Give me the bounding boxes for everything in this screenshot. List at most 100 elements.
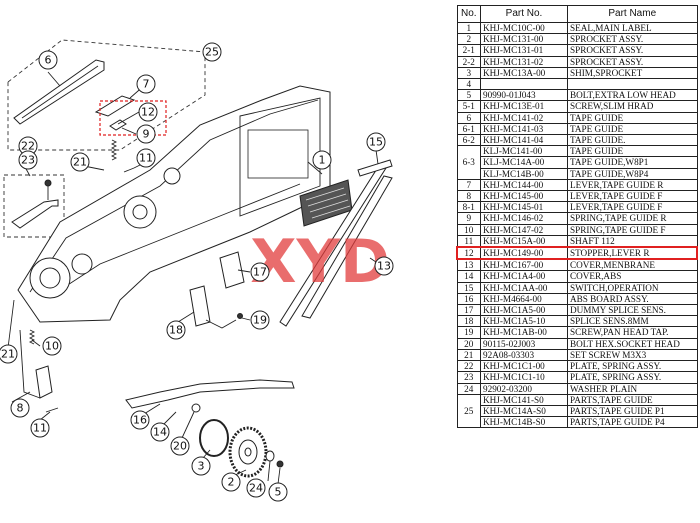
cell-part-no: KHJ-MC141-04 xyxy=(480,134,568,147)
cell-part-no: KHJ-MC1A5-00 xyxy=(480,304,568,317)
svg-text:25: 25 xyxy=(205,46,219,59)
cell-part-name: LEVER,TAPE GUIDE F xyxy=(567,201,698,214)
cell-no: 17 xyxy=(456,304,481,317)
svg-text:7: 7 xyxy=(143,78,150,91)
cell-part-name: SHIM,SPROCKET xyxy=(567,66,698,80)
cell-part-name: TAPE GUIDE xyxy=(567,111,698,124)
svg-text:3: 3 xyxy=(198,460,205,473)
cell-part-name: TAPE GUIDE,W8P4 xyxy=(567,167,698,180)
cell-no: 2-2 xyxy=(456,55,481,68)
callout-25: 25 xyxy=(202,42,222,62)
spring-part xyxy=(110,139,118,161)
cell-part-no: KHJ-MC1C1-10 xyxy=(480,371,568,384)
callout-7: 7 xyxy=(136,74,156,94)
callout-21-bottom: 21 xyxy=(0,344,18,364)
cell-part-no: KHJ-MC13E-01 xyxy=(480,100,568,113)
svg-text:11: 11 xyxy=(139,152,153,165)
spring-front-part xyxy=(28,329,36,345)
plate-spring-part xyxy=(11,199,59,229)
cell-part-no: KHJ-MC10C-00 xyxy=(480,21,568,35)
table-row: 4 xyxy=(456,78,698,91)
callout-2: 2 xyxy=(221,472,241,492)
cell-part-name: SPROCKET ASSY. xyxy=(567,33,698,46)
cell-part-name: STOPPER,LEVER R xyxy=(567,246,698,261)
cell-part-name: TAPE GUIDE xyxy=(567,122,698,136)
callout-16: 16 xyxy=(130,410,150,430)
cell-no: 9 xyxy=(456,212,481,225)
callout-21-top: 21 xyxy=(70,152,90,172)
cell-part-name: SPLICE SENS.8MM xyxy=(567,315,698,328)
cell-part-name: PARTS,TAPE GUIDE P1 xyxy=(567,404,698,418)
cell-part-name: SWITCH,OPERATION xyxy=(567,281,698,294)
sprocket-part xyxy=(228,426,268,478)
cell-no: 13 xyxy=(456,258,481,272)
cell-part-name: ABS BOARD ASSY. xyxy=(567,292,698,306)
cell-part-no: KHJ-MC1C1-00 xyxy=(480,360,568,373)
lever-front-part xyxy=(35,365,53,399)
cell-part-name: SPRING,TAPE GUIDE F xyxy=(567,223,698,236)
cell-part-name: SET SCREW M3X3 xyxy=(567,348,698,362)
cell-part-name: COVER,ABS xyxy=(567,270,698,283)
svg-text:24: 24 xyxy=(249,482,263,495)
cell-part-name: PARTS,TAPE GUIDE P4 xyxy=(567,416,698,429)
callout-19: 19 xyxy=(250,310,270,330)
cell-part-no: KHJ-MC1A5-10 xyxy=(480,315,568,328)
cell-part-no: KHJ-MC14A-S0 xyxy=(480,404,568,418)
highlight-box-12 xyxy=(99,100,167,136)
callout-6: 6 xyxy=(38,50,58,70)
svg-text:19: 19 xyxy=(253,314,267,327)
cell-part-no: KHJ-MC145-01 xyxy=(480,201,568,214)
cell-part-no: KLJ-MC14A-00 xyxy=(480,156,568,169)
cell-part-name: DUMMY SPLICE SENS. xyxy=(567,304,698,317)
cell-part-no: KHJ-MC145-00 xyxy=(480,190,568,203)
cell-part-no: KHJ-MC13A-00 xyxy=(480,66,568,80)
svg-text:15: 15 xyxy=(369,136,383,149)
svg-text:23: 23 xyxy=(21,154,35,167)
cell-part-no: KHJ-M4664-00 xyxy=(480,292,568,306)
header-part-name: Part Name xyxy=(567,5,698,23)
cell-part-no: KHJ-MC131-00 xyxy=(480,33,568,46)
cell-part-no: KHJ-MC141-03 xyxy=(480,122,568,136)
callout-11-top: 11 xyxy=(136,148,156,168)
cell-part-no: KHJ-MC131-02 xyxy=(480,55,568,68)
dummy-splice-sensor xyxy=(219,251,245,289)
watermark: XYD xyxy=(250,227,390,297)
cell-part-name: PLATE, SPRING ASSY. xyxy=(567,360,698,373)
cell-part-no: KHJ-MC1A4-00 xyxy=(480,270,568,283)
svg-text:11: 11 xyxy=(33,422,47,435)
cell-no: 14 xyxy=(456,270,481,283)
exploded-view-diagram: XYD 1 2 3 5 6 7 8 9 10 xyxy=(0,39,394,502)
cell-part-no: KHJ-MC147-02 xyxy=(480,223,568,236)
body-sprocket-left xyxy=(29,257,71,299)
cell-no: 5-1 xyxy=(456,100,481,113)
svg-text:8: 8 xyxy=(17,402,24,415)
callout-3: 3 xyxy=(191,456,211,476)
cell-part-no: KHJ-MC1AA-00 xyxy=(480,281,568,294)
cell-part-no: KHJ-MC141-S0 xyxy=(480,393,568,406)
header-part-no: Part No. xyxy=(480,5,568,23)
callout-20: 20 xyxy=(170,436,190,456)
cell-no: 6-2 xyxy=(456,134,481,147)
cell-no: 2 xyxy=(456,33,481,46)
cell-no: 1 xyxy=(456,21,481,35)
cell-no: 2-1 xyxy=(456,44,481,57)
cell-no: 6 xyxy=(456,111,481,124)
lever-part xyxy=(94,95,136,117)
cell-no: 7 xyxy=(456,178,481,192)
